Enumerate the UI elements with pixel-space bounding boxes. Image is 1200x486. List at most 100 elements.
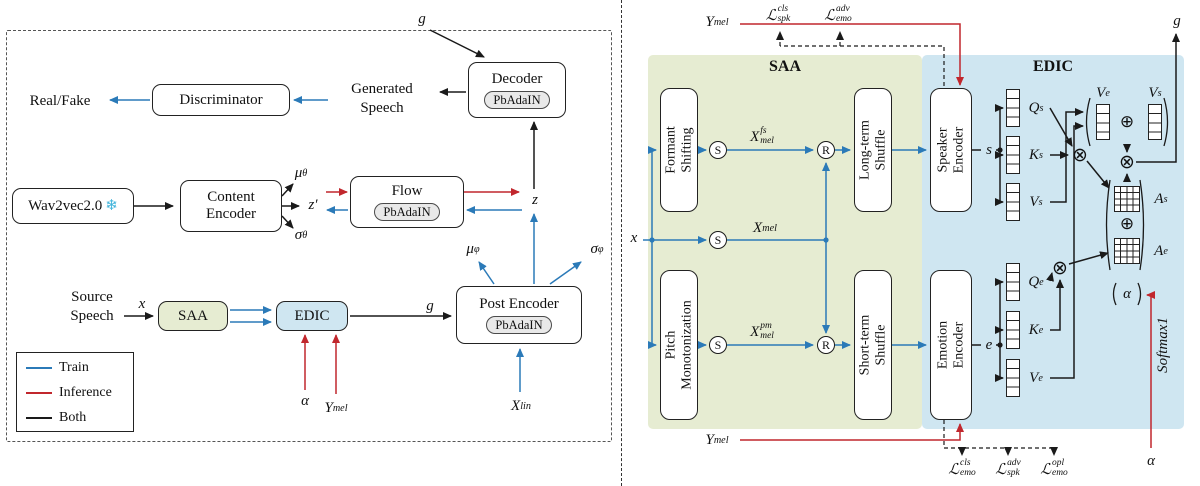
inference-arrows <box>301 23 1155 448</box>
post-encoder-pbadain-pill: PbAdaIN <box>486 315 552 335</box>
real-fake-label: Real/Fake <box>29 93 91 109</box>
a-e-grid-icon <box>1114 238 1140 264</box>
post-encoder-box: Post Encoder PbAdaIN <box>456 286 582 344</box>
x-input-label: x <box>630 229 638 246</box>
post-encoder-label: Post Encoder <box>479 295 559 312</box>
legend-inference-line <box>26 392 52 394</box>
softmax-label: Softmax1 <box>1154 317 1171 373</box>
long-term-shuffle-label: Long-term Shuffle <box>857 120 888 180</box>
legend-item-both: Both <box>26 410 86 426</box>
discriminator-box: Discriminator <box>152 84 290 116</box>
v-e-matrix-icon <box>1006 359 1020 397</box>
legend-item-inference: Inference <box>26 385 112 401</box>
content-encoder-box: Content Encoder <box>180 180 282 232</box>
spectrogram-circle-bottom: S <box>709 336 727 354</box>
q-s-matrix-icon <box>1006 89 1020 127</box>
v-s-value-icon <box>1148 104 1162 140</box>
otimes-output: ⊗ <box>1119 150 1135 173</box>
emotion-encoder-label: Emotion Encoder <box>935 320 966 370</box>
g-embedding-label: g <box>426 297 434 314</box>
legend-train-label: Train <box>59 360 89 375</box>
g-input-label: g <box>418 10 426 27</box>
long-term-shuffle-box: Long-term Shuffle <box>854 88 892 212</box>
train-arrows <box>109 96 927 392</box>
z-label: z <box>532 191 538 208</box>
saa-module-label: SAA <box>177 307 208 324</box>
alpha-input-label: α <box>1147 452 1155 469</box>
z-prime-label: z′ <box>308 196 318 213</box>
short-term-shuffle-label: Short-term Shuffle <box>857 314 888 376</box>
decoder-label: Decoder <box>491 70 543 87</box>
short-term-shuffle-box: Short-term Shuffle <box>854 270 892 420</box>
alpha-label: α <box>301 392 309 409</box>
speaker-encoder-label: Speaker Encoder <box>935 126 966 174</box>
oplus-value: ⊕ <box>1119 111 1135 132</box>
spectrogram-circle-top: S <box>709 141 727 159</box>
decoder-pbadain-pill: PbAdaIN <box>484 90 550 110</box>
q-e-matrix-icon <box>1006 263 1020 301</box>
generated-speech-label: Generated Speech <box>351 81 413 116</box>
center-divider <box>621 0 622 486</box>
v-s-matrix-icon <box>1006 183 1020 221</box>
saa-module-box: SAA <box>158 301 228 331</box>
k-s-matrix-icon <box>1006 136 1020 174</box>
spectrogram-circle-mid: S <box>709 231 727 249</box>
loss-dashed-arrows <box>776 31 1058 456</box>
brackets <box>1085 97 1169 306</box>
legend-both-line <box>26 417 52 419</box>
a-s-grid-icon <box>1114 186 1140 212</box>
alpha-box-label: α <box>1123 285 1131 302</box>
wav2vec-label: Wav2vec2.0 <box>28 197 103 214</box>
s-label: s <box>986 141 992 158</box>
saa-region-title: SAA <box>768 58 801 75</box>
legend-inference-label: Inference <box>59 385 112 400</box>
formant-shifting-label: Formant Shifting <box>663 126 694 174</box>
edic-module-label: EDIC <box>294 307 330 324</box>
replace-circle-top: R <box>817 141 835 159</box>
e-label: e <box>985 336 993 353</box>
decoder-box: Decoder PbAdaIN <box>468 62 566 118</box>
snowflake-icon: ❄ <box>105 197 118 214</box>
oplus-attention: ⊕ <box>1119 213 1135 234</box>
v-e-value-icon <box>1096 104 1110 140</box>
emotion-encoder-box: Emotion Encoder <box>930 270 972 420</box>
flow-label: Flow <box>391 182 423 199</box>
content-encoder-label: Content Encoder <box>206 189 256 222</box>
legend-both-label: Both <box>59 410 87 425</box>
junction-dots <box>649 147 1003 348</box>
legend-item-train: Train <box>26 360 89 376</box>
replace-circle-bottom: R <box>817 336 835 354</box>
wav2vec-box: Wav2vec2.0 ❄ <box>12 188 134 224</box>
formant-shifting-box: Formant Shifting <box>660 88 698 212</box>
both-arrows <box>124 29 1180 382</box>
legend-train-line <box>26 367 52 369</box>
discriminator-label: Discriminator <box>179 91 263 108</box>
g-output-label: g <box>1173 12 1181 29</box>
x-label: x <box>138 295 146 312</box>
edic-module-box: EDIC <box>276 301 348 331</box>
otimes-speaker: ⊗ <box>1072 143 1088 166</box>
